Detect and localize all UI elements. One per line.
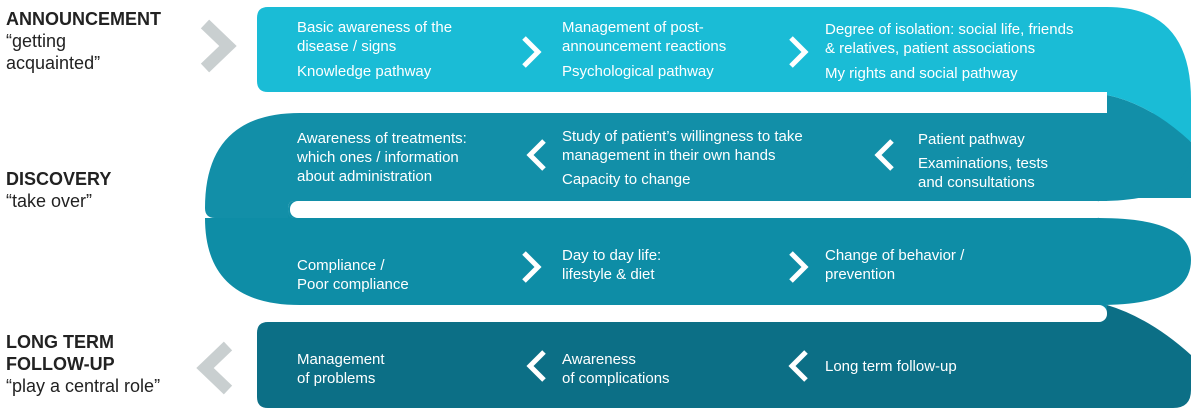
- stage-subtitle: “take over”: [6, 191, 93, 211]
- row3-arrow-2-icon: [789, 251, 809, 283]
- row1-item3-title: Degree of isolation: social life, friend…: [825, 21, 1074, 57]
- row1-item3-sub: My rights and social pathway: [825, 65, 1018, 82]
- row4-item1-title: Management of problems: [297, 351, 385, 387]
- gap-2: [290, 201, 1105, 218]
- row2-arrow-2-icon: [874, 139, 894, 171]
- row4-item3-title: Long term follow-up: [825, 358, 957, 375]
- row4-item2-title: Awareness of complications: [562, 351, 670, 387]
- row1-item2-title: Management of post- announcement reactio…: [562, 19, 727, 55]
- stage-discovery: DISCOVERY “take over”: [6, 168, 111, 212]
- row3-item3-title: Change of behavior / prevention: [825, 247, 965, 283]
- row2-item1-title: Awareness of treatments: which ones / in…: [297, 130, 467, 185]
- stage-subtitle: “play a central role”: [6, 376, 161, 396]
- stage-name: LONG TERM FOLLOW-UP: [6, 332, 115, 374]
- announcement-chevron-icon: [200, 19, 237, 73]
- row1-arrow-2-icon: [789, 36, 809, 68]
- row1-item1-sub: Knowledge pathway: [297, 63, 432, 80]
- stage-announcement: ANNOUNCEMENT “getting acquainted”: [6, 8, 161, 74]
- stage-subtitle: “getting acquainted”: [6, 31, 101, 73]
- stage-name: DISCOVERY: [6, 169, 112, 189]
- row2-item3-title: Patient pathway: [918, 131, 1025, 148]
- band-row-1: [257, 7, 1191, 142]
- gap-3: [268, 305, 1107, 322]
- band-row-3: [205, 209, 1191, 322]
- follow-up-chevron-icon: [196, 341, 233, 395]
- row1-item2-sub: Psychological pathway: [562, 63, 714, 80]
- row1-item1-title: Basic awareness of the disease / signs: [297, 19, 453, 55]
- band-row-4: [257, 305, 1191, 408]
- row3-item1-title: Compliance / Poor compliance: [297, 257, 409, 293]
- row4-arrow-2-icon: [788, 350, 808, 382]
- row2-item2-sub: Capacity to change: [562, 171, 691, 188]
- row1-arrow-1-icon: [522, 36, 542, 68]
- row2-item3-sub: Examinations, tests and consultations: [918, 155, 1049, 191]
- gap-1: [268, 92, 1107, 113]
- stage-long-term-follow-up: LONG TERM FOLLOW-UP “play a central role…: [6, 331, 160, 397]
- stage-name: ANNOUNCEMENT: [6, 9, 161, 29]
- row4-arrow-1-icon: [526, 350, 546, 382]
- band-row-2-main: [205, 95, 1191, 218]
- row3-item2-title: Day to day life: lifestyle & diet: [562, 247, 662, 283]
- row2-arrow-1-icon: [526, 139, 546, 171]
- row2-item2-title: Study of patient’s willingness to take m…: [562, 128, 803, 164]
- row3-arrow-1-icon: [522, 251, 542, 283]
